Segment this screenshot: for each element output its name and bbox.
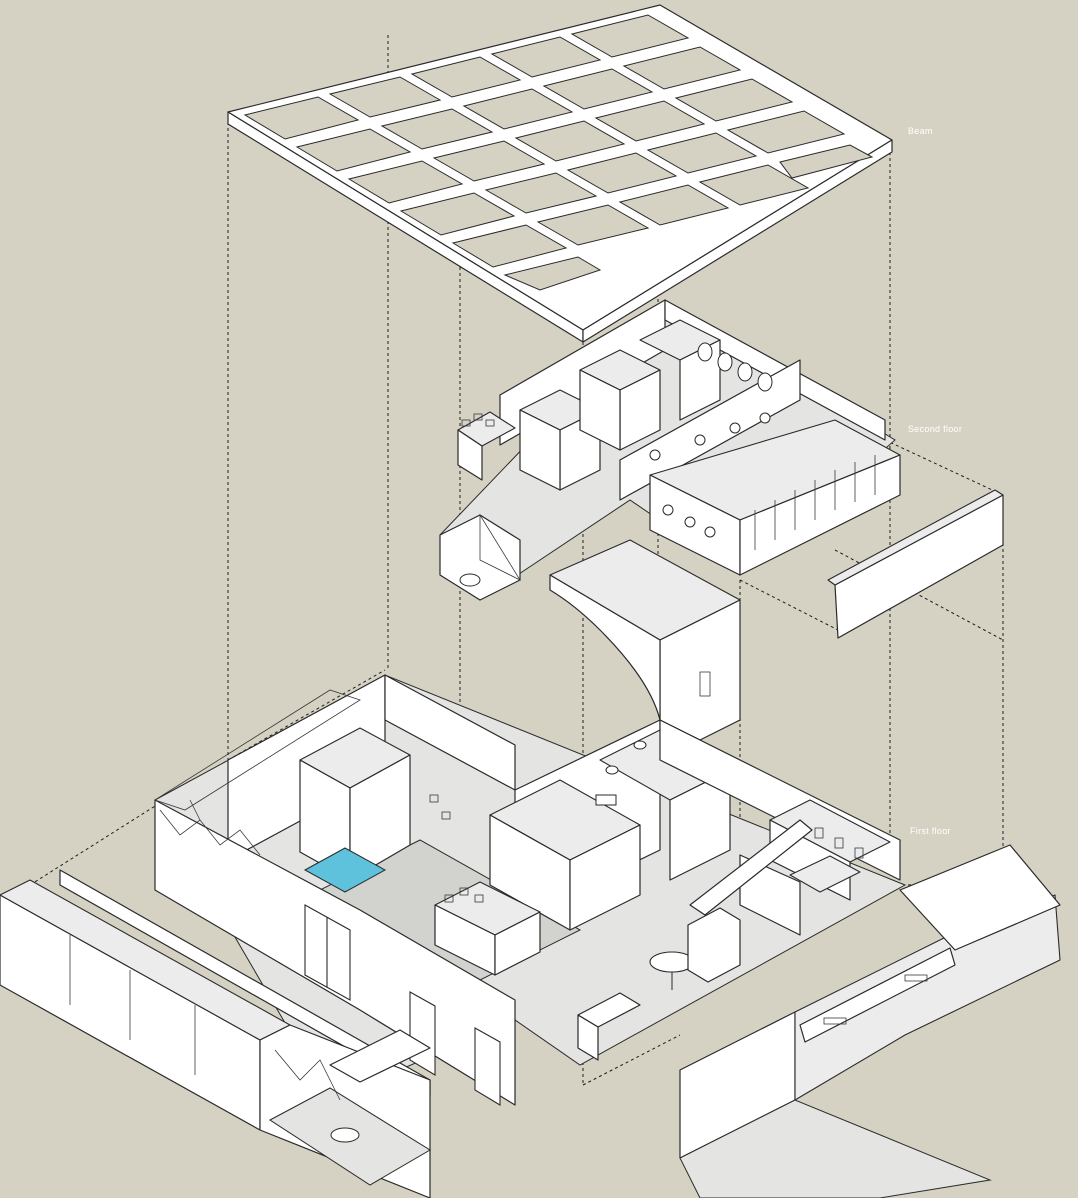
stair-tower (549, 539, 741, 741)
second-floor-side-slab (827, 489, 1004, 639)
second-floor (439, 299, 901, 601)
roof-beam-grid (227, 4, 893, 343)
entrance-wing (0, 869, 431, 1198)
front-right-wing (679, 844, 1061, 1198)
second-floor-label: Second floor (908, 424, 963, 434)
roof-label: Beam (908, 126, 933, 136)
first-floor-label: First floor (910, 826, 951, 836)
first-floor (154, 674, 907, 1106)
